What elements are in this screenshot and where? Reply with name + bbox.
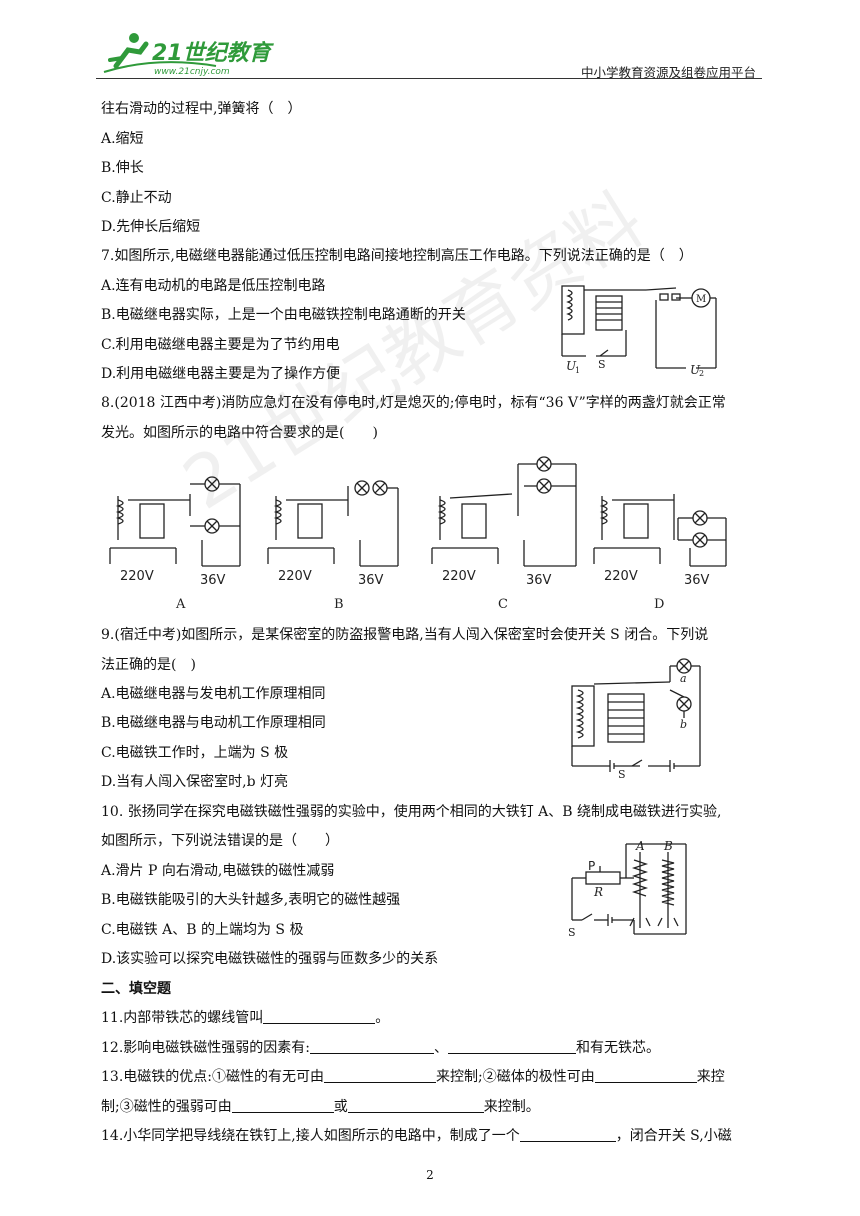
q6-option-b: B.伸长 <box>101 160 144 176</box>
q10-option-b: B.电磁铁能吸引的大头针越多,表明它的磁性越强 <box>101 892 401 908</box>
platform-name: 中小学教育资源及组卷应用平台 <box>580 65 756 80</box>
circuit-a: 220V 36V A <box>109 476 241 612</box>
circuit-b: 220V 36V B <box>267 480 399 612</box>
q13-text-5: 或 <box>333 1099 348 1115</box>
q6-option-c: C.静止不动 <box>101 190 172 206</box>
q11-end: 。 <box>375 1010 390 1026</box>
lamp-b-label: b <box>680 718 687 731</box>
switch-s-label: S <box>598 358 606 371</box>
q7-relay-circuit-figure: M U 1 S U 2 <box>556 280 720 376</box>
question-7: 7.如图所示,电磁继电器能通过低压控制电路间接地控制高压工作电路。下列说法正确的… <box>101 248 693 264</box>
q13-blank-3[interactable] <box>231 1098 334 1113</box>
circuit-d: 220V 36V D <box>593 494 727 612</box>
q14-text-2: ，闭合开关 S,小磁 <box>615 1128 732 1144</box>
q13-blank-4[interactable] <box>347 1098 484 1113</box>
question-13-line1: 13.电磁铁的优点:①磁性的有无可由 来控制;②磁体的极性可由 来控 <box>101 1067 725 1087</box>
c-220v: 220V <box>442 569 476 584</box>
lamp-a-label: a <box>680 672 687 685</box>
u2-label: U <box>690 363 701 376</box>
a-220v: 220V <box>120 569 154 584</box>
u1-sub: 1 <box>575 366 580 375</box>
q10-switch-label: S <box>568 926 576 939</box>
q12-text: 12.影响电磁铁磁性强弱的因素有: <box>101 1040 310 1056</box>
logo-text: 21世纪教育 <box>152 40 275 66</box>
d-220v: 220V <box>604 569 638 584</box>
question-9-line1: 9.(宿迁中考)如图所示，是某保密室的防盗报警电路,当有人闯入保密室时会使开关 … <box>101 627 709 643</box>
question-10-line2: 如图所示，下列说法错误的是（ ） <box>101 833 339 849</box>
q7-option-a: A.连有电动机的电路是低压控制电路 <box>101 278 326 294</box>
q13-blank-2[interactable] <box>594 1068 697 1083</box>
q10-option-c: C.电磁铁 A、B 的上端均为 S 极 <box>101 922 304 938</box>
q13-text-3: 来控 <box>696 1069 725 1085</box>
b-220v: 220V <box>278 569 312 584</box>
question-11: 11.内部带铁芯的螺线管叫 。 <box>101 1008 389 1028</box>
label-d: D <box>654 597 664 612</box>
logo: 21世纪教育 www.21cnjy.com <box>96 26 276 78</box>
q11-blank[interactable] <box>263 1009 376 1024</box>
q14-text-1: 14.小华同学把导线绕在铁钉上,接人如图所示的电路中，制成了一个 <box>101 1128 520 1144</box>
q9-option-a: A.电磁继电器与发电机工作原理相同 <box>101 686 326 702</box>
question-14: 14.小华同学把导线绕在铁钉上,接人如图所示的电路中，制成了一个 ，闭合开关 S,… <box>101 1126 732 1146</box>
question-8-line1: 8.(2018 江西中考)消防应急灯在没有停电时,灯是熄灭的;停电时，标有“36… <box>101 395 726 411</box>
q9-alarm-circuit-figure: a b S <box>570 656 706 778</box>
u1-label: U <box>566 359 577 373</box>
q9-option-c: C.电磁铁工作时，上端为 S 极 <box>101 745 289 761</box>
q6-option-a: A.缩短 <box>101 131 144 147</box>
label-a: A <box>175 597 186 612</box>
q9-option-d: D.当有人闯入保密室时,b 灯亮 <box>101 774 289 790</box>
question-9-line2: 法正确的是( ) <box>101 657 196 673</box>
q14-blank[interactable] <box>519 1127 616 1142</box>
label-c: C <box>498 597 508 612</box>
q10-option-a: A.滑片 P 向右滑动,电磁铁的磁性减弱 <box>101 863 335 879</box>
header-divider <box>96 78 762 79</box>
question-10-line1: 10. 张扬同学在探究电磁铁磁性强弱的实验中，使用两个相同的大铁钉 A、B 绕制… <box>101 804 722 820</box>
nail-b-label: B <box>663 839 673 853</box>
q6-option-d: D.先伸长后缩短 <box>101 219 201 235</box>
section-2-heading: 二、填空题 <box>101 981 171 997</box>
c-36v: 36V <box>526 573 552 588</box>
q12-end: 和有无铁芯。 <box>575 1040 660 1056</box>
a-36v: 36V <box>200 573 226 588</box>
slider-p-label: P <box>588 859 595 873</box>
q9-option-b: B.电磁继电器与电动机工作原理相同 <box>101 715 326 731</box>
label-b: B <box>334 597 344 612</box>
question-8-line2: 发光。如图所示的电路中符合要求的是( ) <box>101 425 378 441</box>
q13-text-2: 来控制;②磁体的极性可由 <box>435 1069 595 1085</box>
q9-switch-label: S <box>618 768 626 778</box>
motor-label: M <box>696 294 706 305</box>
q8-circuits-figure: 220V 36V A 220V 36V B <box>106 456 738 616</box>
circuit-c: 220V 36V C <box>431 456 577 612</box>
q7-option-c: C.利用电磁继电器主要是为了节约用电 <box>101 337 340 353</box>
runner-icon <box>103 33 217 73</box>
d-36v: 36V <box>684 573 710 588</box>
q12-blank-1[interactable] <box>309 1039 434 1054</box>
q13-text-6: 来控制。 <box>483 1099 540 1115</box>
nail-a-label: A <box>635 839 645 853</box>
q10-option-d: D.该实验可以探究电磁铁磁性的强弱与匝数多少的关系 <box>101 951 439 967</box>
q7-option-b: B.电磁继电器实际，上是一个由电磁铁控制电路通断的开关 <box>101 307 466 323</box>
q13-text-4: 制;③磁性的强弱可由 <box>101 1099 232 1115</box>
question-6-stem-end: 往右滑动的过程中,弹簧将（ ） <box>101 101 302 117</box>
page-number: 2 <box>426 1168 434 1182</box>
b-36v: 36V <box>358 573 384 588</box>
q10-electromagnet-figure: P R A B S <box>564 838 704 942</box>
q12-sep: 、 <box>433 1040 448 1056</box>
q12-blank-2[interactable] <box>447 1039 576 1054</box>
question-13-line2: 制;③磁性的强弱可由 或 来控制。 <box>101 1097 540 1117</box>
u2-sub: 2 <box>699 369 704 376</box>
q11-text: 11.内部带铁芯的螺线管叫 <box>101 1010 264 1026</box>
q13-blank-1[interactable] <box>323 1068 436 1083</box>
resistor-r-label: R <box>593 885 603 899</box>
q7-option-d: D.利用电磁继电器主要是为了操作方便 <box>101 366 341 382</box>
q13-text-1: 13.电磁铁的优点:①磁性的有无可由 <box>101 1069 324 1085</box>
logo-url: www.21cnjy.com <box>154 67 230 77</box>
question-12: 12.影响电磁铁磁性强弱的因素有: 、 和有无铁芯。 <box>101 1038 660 1058</box>
